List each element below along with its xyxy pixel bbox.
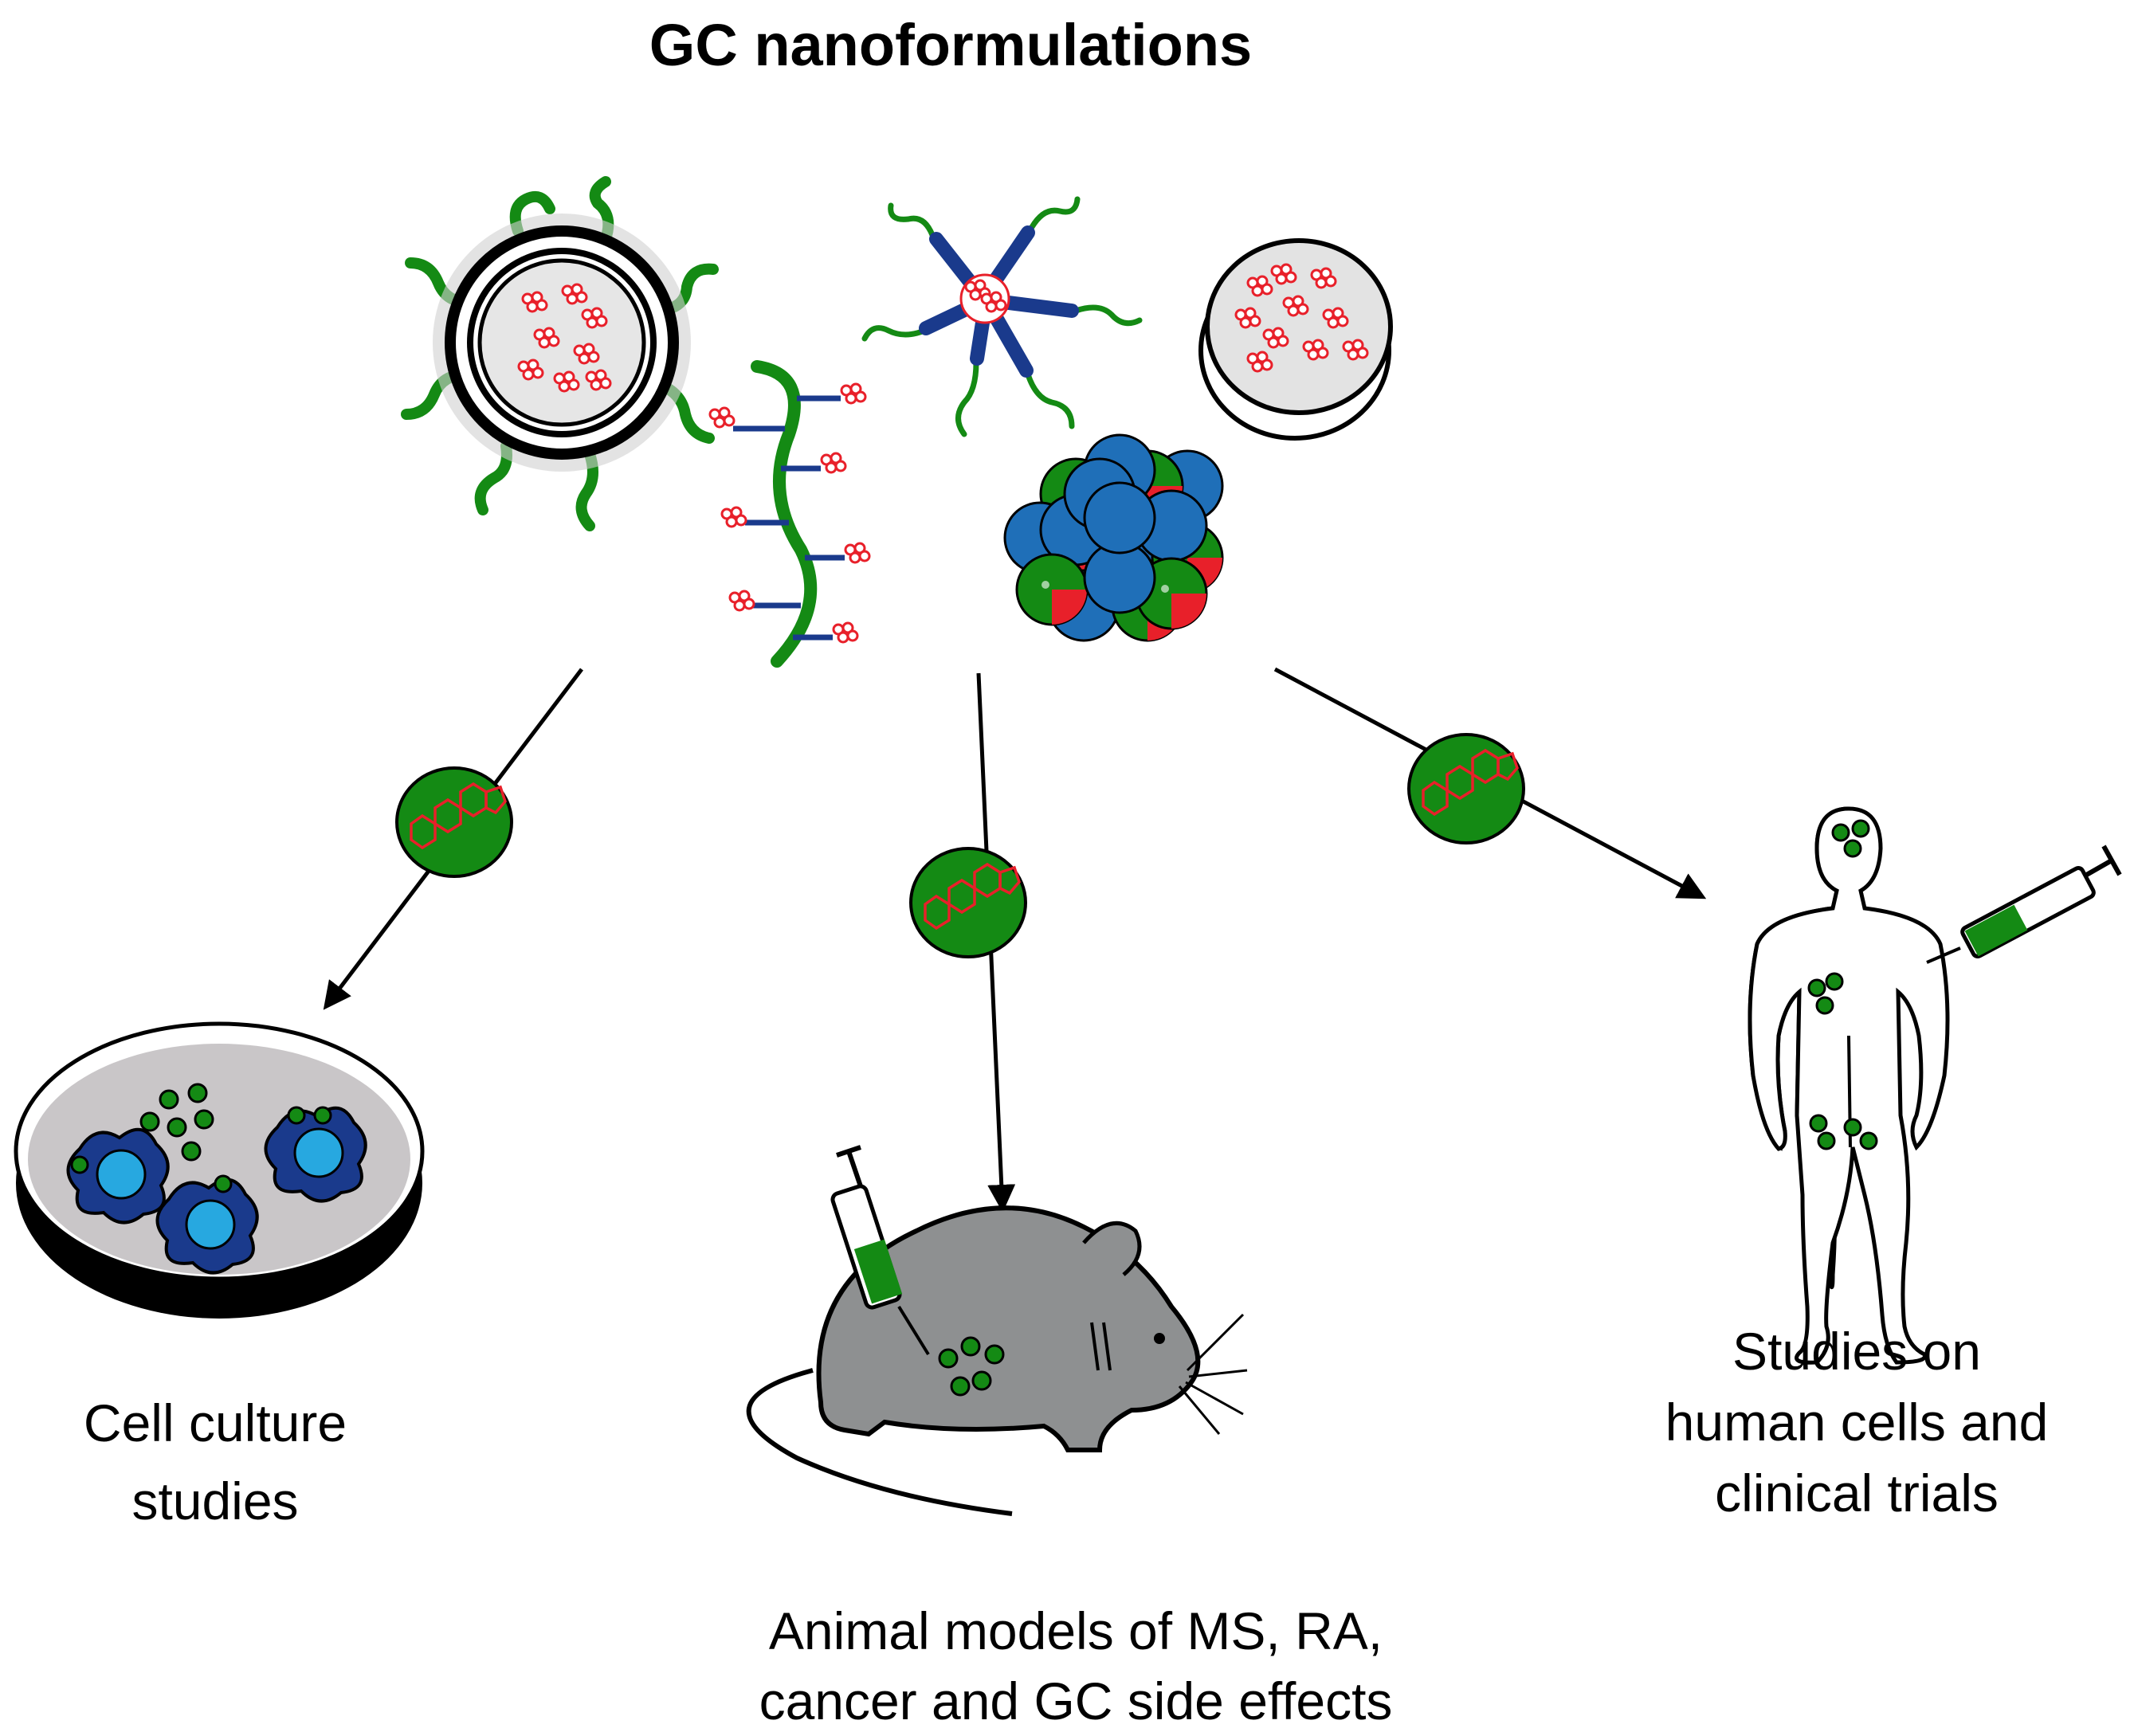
cell-left	[66, 1127, 170, 1225]
syringe-animal	[830, 1145, 930, 1356]
solid-nanoparticle	[1198, 238, 1393, 441]
label-cell-culture: Cell culture studies	[16, 1384, 414, 1540]
label-human-studies-line-2: human cells and	[1665, 1393, 2049, 1452]
diagram-title: GC nanoformulations	[649, 12, 1253, 78]
label-human-studies-line-1: Studies on	[1732, 1322, 1981, 1381]
gc-molecule-badge-center	[909, 847, 1027, 958]
mouse	[746, 1205, 1248, 1516]
label-animal-models: Animal models of MS, RA, cancer and GC s…	[558, 1596, 1594, 1736]
cell-right	[264, 1106, 367, 1203]
label-cell-culture-line-1: Cell culture	[83, 1393, 347, 1452]
polymer-drug-conjugate	[708, 360, 871, 668]
green-nanoparticles	[139, 1083, 214, 1162]
petri-dish	[14, 1021, 425, 1319]
cell-middle	[155, 1178, 259, 1275]
human-figure	[1748, 806, 1950, 1365]
label-human-studies-line-3: clinical trials	[1715, 1464, 1999, 1522]
label-animal-models-line-1: Animal models of MS, RA,	[768, 1601, 1383, 1660]
gc-molecule-badge-right	[1407, 733, 1525, 844]
label-human-studies: Studies on human cells and clinical tria…	[1594, 1316, 2120, 1529]
label-animal-models-line-2: cancer and GC side effects	[759, 1671, 1393, 1730]
star-polymer	[861, 196, 1143, 437]
gc-molecule-badge-left	[395, 766, 513, 878]
liposome-nanoparticle	[401, 176, 719, 531]
syringe-human	[1926, 844, 2122, 964]
label-cell-culture-line-2: studies	[131, 1471, 299, 1530]
micelle-cluster	[1003, 433, 1224, 642]
